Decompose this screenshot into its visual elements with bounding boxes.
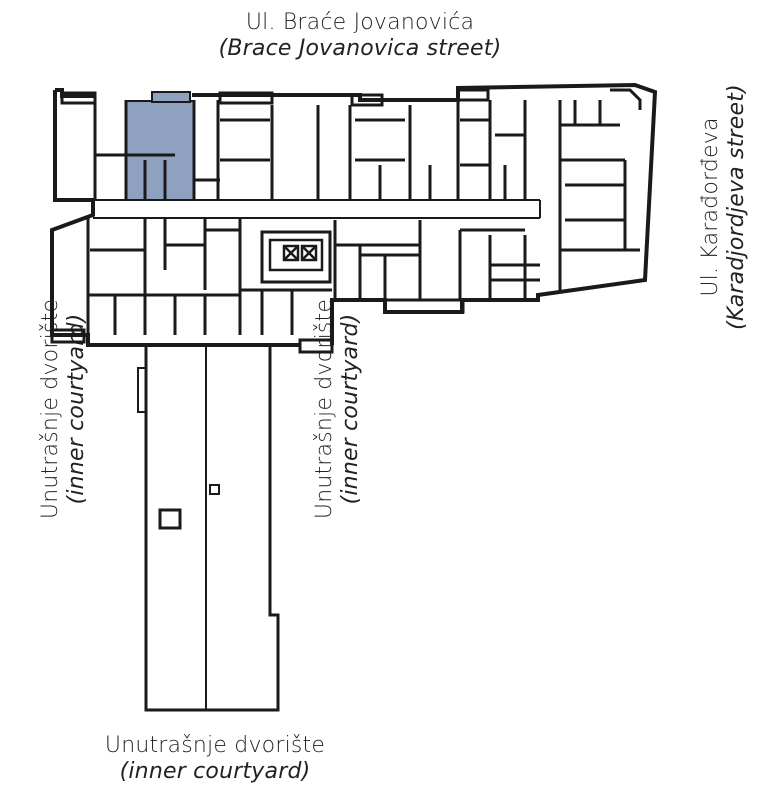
interior-walls-upper — [93, 100, 640, 290]
highlighted-balcony — [151, 91, 191, 103]
top-balconies — [60, 88, 642, 110]
bottom-courtyard-label: Unutrašnje dvorište (inner courtyard) — [60, 733, 370, 785]
highlighted-apartment — [125, 100, 195, 201]
bottom-courtyard-name: Unutrašnje dvorište — [104, 733, 326, 758]
bottom-courtyard-name-en: (inner courtyard) — [119, 759, 311, 784]
courtyard-wing — [137, 345, 280, 712]
top-street-name: Ul. Braće Jovanovića — [245, 10, 475, 35]
top-street-name-en: (Brace Jovanovica street) — [218, 36, 502, 61]
interior-walls-lower — [86, 218, 540, 335]
stair-core — [260, 230, 332, 284]
bottom-balconies — [50, 298, 465, 354]
corridor — [93, 199, 541, 219]
top-street-label: Ul. Braće Jovanovića (Brace Jovanovica s… — [190, 10, 530, 62]
